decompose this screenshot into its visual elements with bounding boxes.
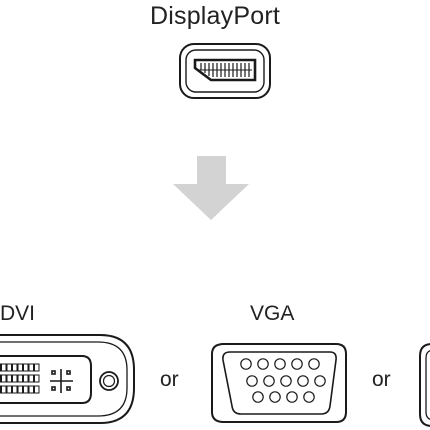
dvi-pin [1, 363, 7, 372]
dvi-pin [6, 385, 12, 394]
vga-pin [286, 391, 298, 403]
dvi-pin-grid [0, 363, 40, 394]
dvi-pin [23, 374, 29, 383]
vga-pin [308, 358, 320, 370]
dvi-pin [12, 385, 18, 394]
dvi-pin [28, 363, 34, 372]
vga-pin [280, 375, 292, 387]
dvi-pin [0, 385, 1, 394]
vga-pin [314, 375, 326, 387]
dvi-title: DVI [0, 302, 36, 325]
vga-pin [263, 375, 275, 387]
dvi-pin [6, 363, 12, 372]
vga-pin [269, 391, 281, 403]
dvi-pin [34, 385, 40, 394]
dvi-pin [28, 374, 34, 383]
vga-pin [291, 358, 303, 370]
down-arrow-icon [173, 156, 249, 220]
vga-pin [257, 358, 269, 370]
vga-title: VGA [250, 302, 295, 325]
dvi-pin [17, 363, 23, 372]
dvi-pin [6, 374, 12, 383]
dvi-pin [34, 374, 40, 383]
vga-pin [297, 375, 309, 387]
dvi-pin [17, 385, 23, 394]
vga-pin [274, 358, 286, 370]
dvi-connector-icon [0, 334, 135, 424]
vga-pin [303, 391, 315, 403]
or-label-2: or [372, 368, 391, 391]
displayport-title: DisplayPort [149, 2, 281, 30]
hdmi-connector-icon [419, 343, 430, 427]
dvi-pin [34, 363, 40, 372]
dvi-pin [1, 385, 7, 394]
dvi-pin [1, 374, 7, 383]
dvi-pin [12, 374, 18, 383]
or-label-1: or [160, 368, 179, 391]
vga-pin [240, 358, 252, 370]
dvi-pin [23, 363, 29, 372]
dvi-pin [17, 374, 23, 383]
vga-connector-icon [211, 343, 347, 423]
dvi-pin [23, 385, 29, 394]
vga-pin-grid [240, 358, 326, 403]
displayport-connector-icon [179, 43, 271, 99]
vga-pin [246, 375, 258, 387]
dvi-pin [28, 385, 34, 394]
dvi-pin [0, 374, 1, 383]
dvi-pin [0, 363, 1, 372]
dvi-pin [12, 363, 18, 372]
vga-pin [252, 391, 264, 403]
